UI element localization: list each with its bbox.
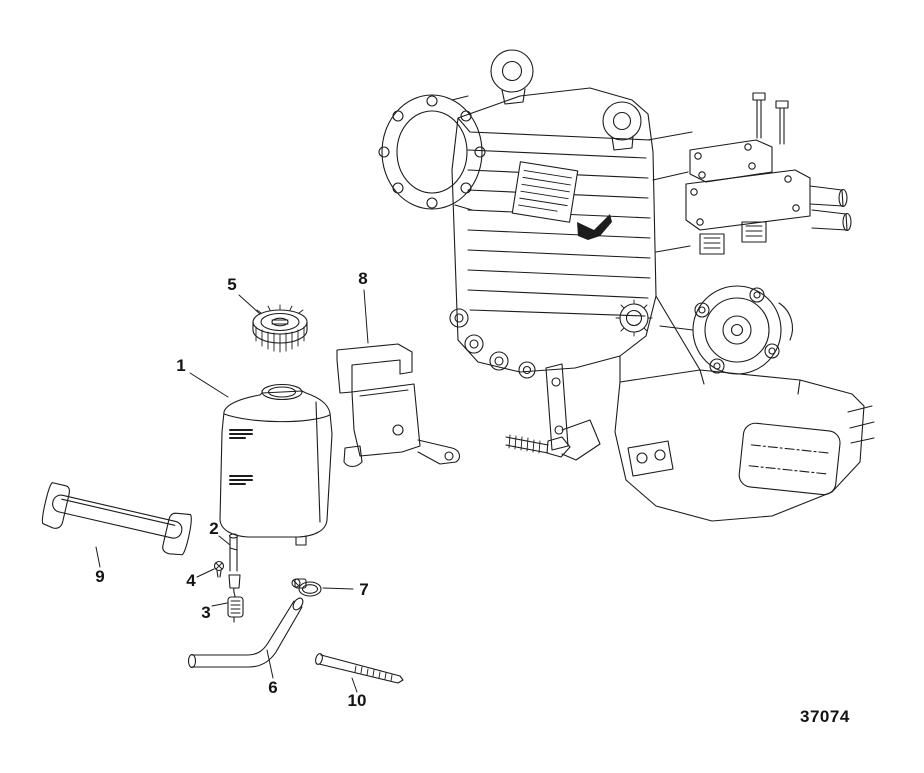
leader-10: [351, 677, 358, 693]
leader-6: [266, 649, 274, 679]
valve-block: [685, 139, 852, 255]
callout-1: 1: [176, 356, 186, 375]
part-10-bolt: [315, 653, 404, 684]
lifting-eye-left: [490, 49, 534, 105]
part-9-strap: [41, 482, 192, 556]
pump-assembly: [659, 285, 794, 375]
knurled-knob: [615, 299, 653, 337]
callout-2: 2: [209, 519, 219, 538]
mounting-flange: [378, 94, 486, 211]
support-bracket: [545, 363, 569, 451]
shift-lever: [577, 214, 612, 240]
callout-8: 8: [358, 269, 368, 288]
callout-4: 4: [186, 571, 196, 590]
callout-10: 10: [347, 691, 367, 710]
engine-assembly: [378, 49, 875, 522]
callout-5: 5: [227, 275, 237, 294]
label-plate: [511, 161, 579, 223]
part-7-hose-clamp: [291, 578, 322, 597]
part-6-hose: [187, 597, 304, 669]
leader-3: [211, 602, 228, 607]
part-8-bracket: [336, 343, 461, 468]
callout-7: 7: [359, 580, 369, 599]
leader-2: [218, 535, 231, 546]
part-2-dipstick: [228, 533, 239, 572]
leader-9: [95, 546, 101, 568]
lifting-eye-right: [602, 101, 642, 151]
mounting-pads: [449, 308, 536, 379]
leader-7: [322, 587, 354, 590]
housing-joints: [619, 131, 701, 383]
leader-lines: [95, 289, 369, 693]
part-1-reservoir: [219, 383, 333, 546]
leader-4: [196, 568, 215, 578]
callout-6: 6: [268, 678, 278, 697]
leader-5: [238, 294, 261, 315]
part-3-sensor: [227, 574, 244, 623]
leader-1: [189, 372, 229, 398]
threaded-stud: [505, 419, 601, 461]
figure-number: 37074: [800, 707, 850, 726]
part-4-screw: [213, 560, 225, 578]
callout-3: 3: [201, 603, 211, 622]
callout-9: 9: [95, 567, 105, 586]
lower-housing: [614, 369, 875, 522]
part-5-cap: [252, 304, 308, 353]
top-bolts: [752, 92, 789, 145]
leader-8: [363, 289, 369, 344]
